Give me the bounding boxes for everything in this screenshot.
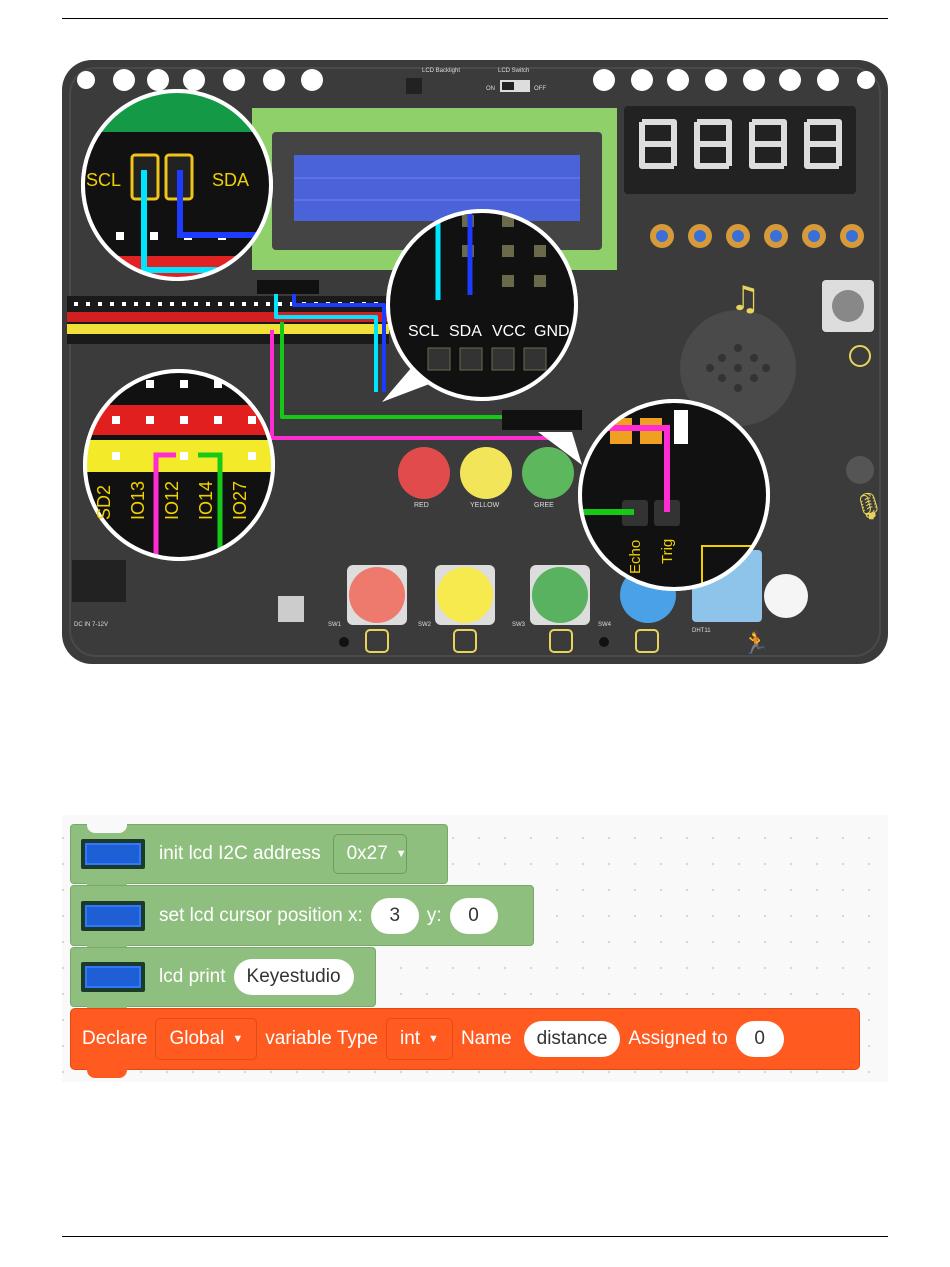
svg-text:🏃: 🏃	[742, 630, 769, 656]
dc-jack	[72, 560, 126, 602]
cursor-y-label: y:	[427, 905, 442, 927]
init-lcd-label: init lcd I2C address	[159, 843, 321, 865]
red-led-label: RED	[414, 502, 429, 509]
footer-rule	[62, 1236, 888, 1237]
zoom3-label-io27: IO27	[230, 481, 250, 520]
declare-label: Declare	[82, 1028, 147, 1050]
dropdown-arrow-icon: ▼	[232, 1033, 243, 1045]
yellow-led-label: YELLOW	[470, 502, 500, 509]
block-declare-variable[interactable]: Declare Global▼ variable Type int▼ Name …	[70, 1008, 860, 1070]
light-sensor	[764, 574, 808, 618]
header-rule	[62, 18, 888, 19]
zoom1-scl-label: SCL	[86, 170, 121, 190]
button-sw2	[437, 567, 493, 623]
print-text-input[interactable]: Keyestudio	[234, 959, 354, 995]
lcd-switch-label: LCD Switch	[498, 68, 529, 74]
green-led-label: GREE	[534, 502, 554, 509]
i2c-address-dropdown[interactable]: 0x27 ▼	[333, 834, 407, 874]
sw4-label: SW4	[598, 622, 612, 628]
switch-on-label: ON	[486, 86, 495, 92]
zoom3-label-sd2: SD2	[94, 485, 114, 520]
sw2-label: SW2	[418, 622, 432, 628]
sw3-label: SW3	[512, 622, 526, 628]
green-led	[522, 447, 574, 499]
lcd-backlight-label: LCD Backlight	[422, 68, 460, 74]
block-lcd-print[interactable]: lcd print Keyestudio	[70, 947, 376, 1007]
i2c-address-value: 0x27	[347, 843, 388, 865]
zoom4-trig-label: Trig	[659, 539, 676, 564]
cursor-y-input[interactable]: 0	[450, 898, 498, 934]
zoom2-sda-label: SDA	[449, 323, 482, 340]
cursor-x-input[interactable]: 3	[371, 898, 419, 934]
scope-dropdown[interactable]: Global ▼	[155, 1018, 257, 1060]
zoom3-label-io12: IO12	[162, 481, 182, 520]
dropdown-arrow-icon: ▼	[428, 1033, 439, 1045]
red-led	[398, 447, 450, 499]
set-cursor-label: set lcd cursor position x:	[159, 905, 363, 927]
button-sw1	[349, 567, 405, 623]
sw1-label: SW1	[328, 622, 342, 628]
lcd-print-label: lcd print	[159, 966, 226, 988]
scope-value: Global	[169, 1028, 224, 1050]
zoom3-label-io13: IO13	[128, 481, 148, 520]
svg-text:♫: ♫	[730, 279, 760, 319]
svg-text:🎙: 🎙	[852, 492, 885, 522]
block-init-lcd[interactable]: init lcd I2C address 0x27 ▼	[70, 824, 448, 884]
assigned-to-label: Assigned to	[628, 1028, 727, 1050]
variable-name-input[interactable]: distance	[524, 1021, 621, 1057]
lcd-icon	[81, 839, 145, 869]
dc-jack-label: DC IN 7-12V	[74, 622, 108, 628]
board-wiring-diagram: LCD Backlight LCD Switch ON OFF ♫ RED YE…	[62, 60, 888, 664]
switch-off-label: OFF	[534, 86, 546, 92]
assigned-value-input[interactable]: 0	[736, 1021, 784, 1057]
dht11-label: DHT11	[692, 628, 711, 634]
block-set-cursor[interactable]: set lcd cursor position x: 3 y: 0	[70, 885, 534, 946]
yellow-led	[460, 447, 512, 499]
zoom2-gnd-label: GND	[534, 323, 570, 340]
zoom4-echo-label: Echo	[627, 540, 644, 574]
type-dropdown[interactable]: int ▼	[386, 1018, 453, 1060]
variable-type-label: variable Type	[265, 1028, 378, 1050]
button-sw3	[532, 567, 588, 623]
lcd-icon	[81, 962, 145, 992]
type-value: int	[400, 1028, 420, 1050]
zoom1-sda-label: SDA	[212, 170, 249, 190]
dropdown-arrow-icon: ▼	[396, 848, 407, 860]
name-label: Name	[461, 1028, 512, 1050]
zoom3-label-io14: IO14	[196, 481, 216, 520]
zoom2-vcc-label: VCC	[492, 323, 526, 340]
lcd-icon	[81, 901, 145, 931]
zoom2-scl-label: SCL	[408, 323, 439, 340]
